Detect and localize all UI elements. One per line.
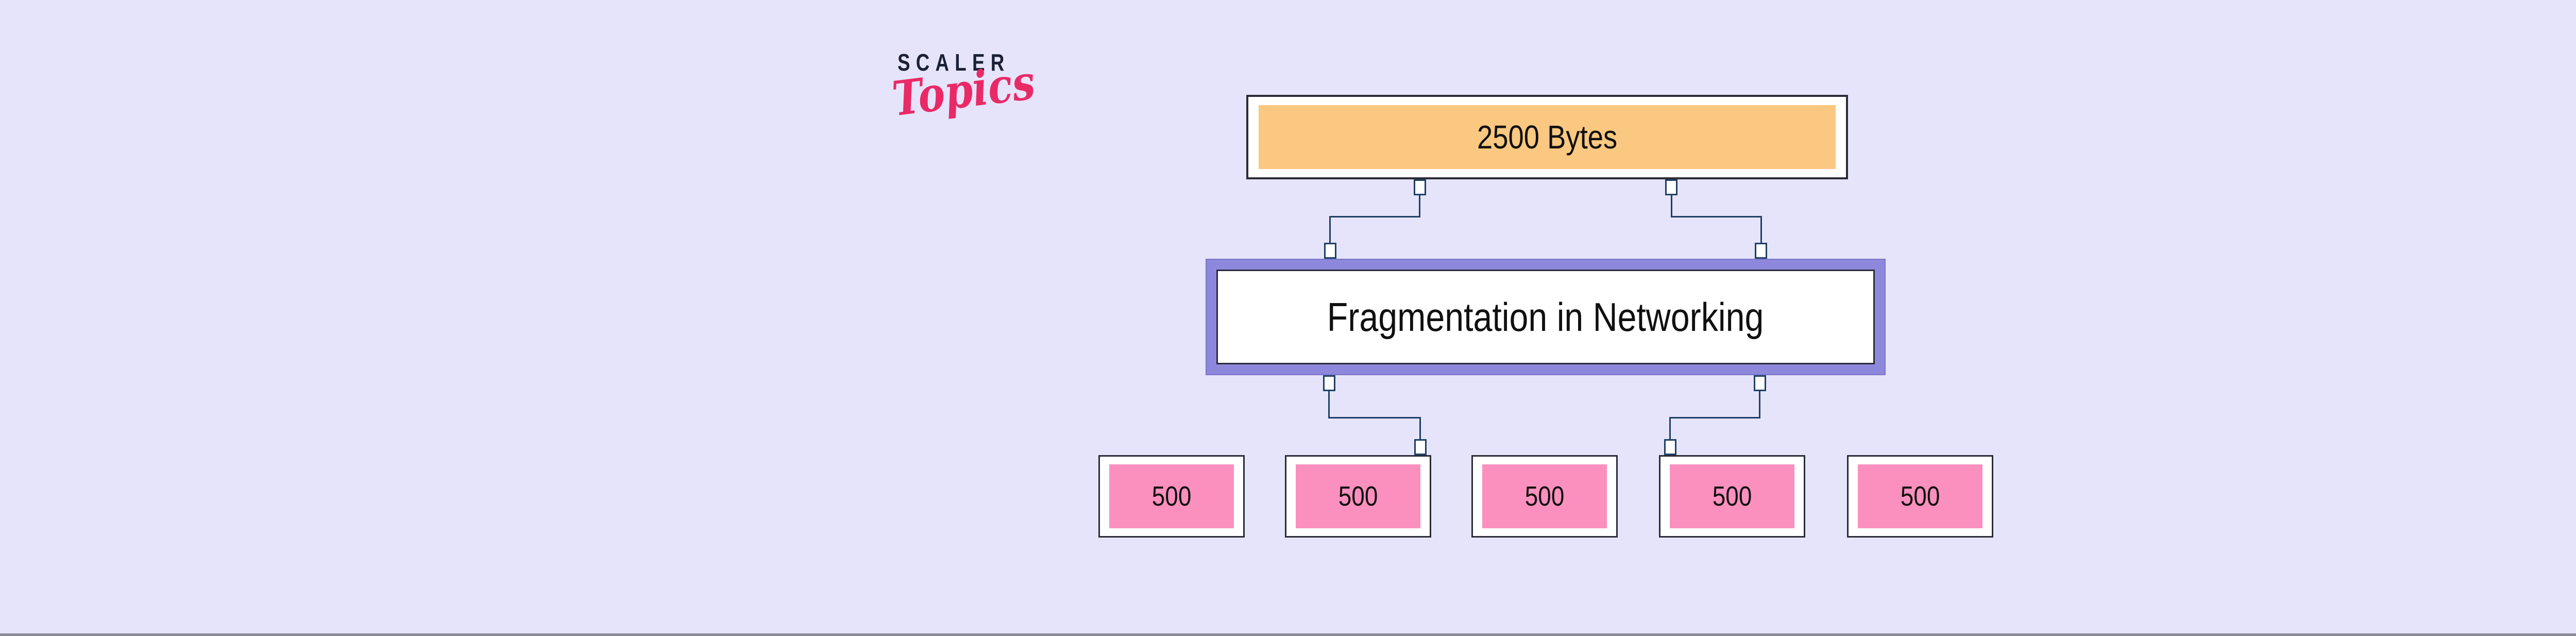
connector-vline — [1759, 391, 1760, 419]
bottom-border-line — [0, 633, 2576, 636]
fragment-label: 500 — [1712, 481, 1752, 512]
fragment-box: 500 — [1847, 455, 1993, 538]
fragment-label: 500 — [1151, 481, 1192, 512]
connector-vline — [1419, 419, 1421, 440]
packet-size-fill: 2500 Bytes — [1259, 105, 1836, 169]
fragment-box: 500 — [1659, 455, 1805, 538]
fragment-box: 500 — [1471, 455, 1618, 538]
connector-hline — [1671, 216, 1762, 217]
connector-stub — [1323, 375, 1335, 391]
fragment-fill: 500 — [1858, 464, 1982, 528]
fragment-fill: 500 — [1670, 464, 1794, 528]
connector-stub — [1665, 179, 1677, 195]
packet-size-label: 2500 Bytes — [1477, 119, 1618, 156]
fragment-box: 500 — [1285, 455, 1431, 538]
title-box-inner: Fragmentation in Networking — [1216, 270, 1875, 364]
fragment-box: 500 — [1098, 455, 1245, 538]
title-box: Fragmentation in Networking — [1206, 259, 1886, 375]
fragment-fill: 500 — [1296, 464, 1420, 528]
connector-hline — [1329, 216, 1420, 217]
connector-stub — [1664, 439, 1676, 455]
connector-hline — [1669, 417, 1760, 419]
connector-vline — [1760, 217, 1762, 243]
connector-hline — [1328, 417, 1421, 419]
packet-size-box: 2500 Bytes — [1246, 95, 1848, 179]
fragment-fill: 500 — [1482, 464, 1607, 528]
connector-stub — [1324, 243, 1336, 259]
fragment-label: 500 — [1900, 481, 1940, 512]
connector-vline — [1419, 195, 1420, 217]
connector-vline — [1329, 217, 1331, 243]
fragment-label: 500 — [1524, 481, 1565, 512]
connector-stub — [1754, 375, 1766, 391]
connector-vline — [1328, 391, 1330, 419]
connector-vline — [1669, 419, 1671, 440]
logo-brand-text: SCALER — [897, 49, 1010, 76]
fragment-label: 500 — [1338, 481, 1378, 512]
fragment-fill: 500 — [1109, 464, 1234, 528]
connector-vline — [1671, 195, 1672, 217]
connector-stub — [1414, 179, 1426, 195]
connector-stub — [1414, 439, 1427, 455]
connector-stub — [1755, 243, 1767, 259]
title-label: Fragmentation in Networking — [1327, 294, 1764, 340]
scaler-topics-logo: SCALER Topics — [889, 49, 1038, 154]
